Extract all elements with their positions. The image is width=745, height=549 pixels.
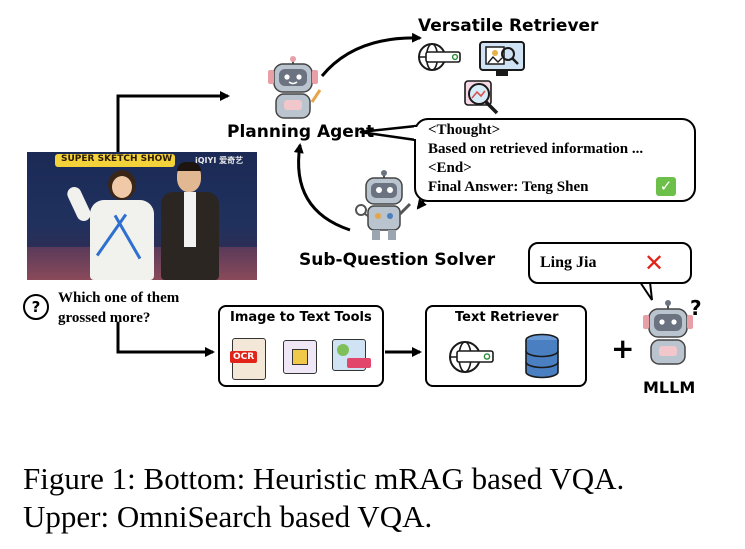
text-retriever-label: Text Retriever [455,310,559,325]
check-mark-icon: ✓ [656,177,676,196]
wrong-answer-text: Ling Jia [540,254,597,271]
sub-question-solver-robot-icon [355,170,412,240]
figure-caption-line-1: Figure 1: Bottom: Heuristic mRAG based V… [23,461,625,496]
end-tag-line: <End> [428,160,472,176]
channel-logo-text: iQIYI 爱奇艺 [195,156,244,165]
thought-answer-bubble: <Thought> Based on retrieved information… [414,118,696,202]
show-banner: SUPER SKETCH SHOW [55,154,175,167]
planning-agent-label: Planning Agent [227,122,375,142]
database-icon [525,333,559,379]
mllm-label: MLLM [643,378,696,397]
question-line-1: Which one of them [58,290,180,306]
image-to-text-tools-box: Image to Text Tools OCR [218,305,384,387]
image-search-monitor-icon [479,41,525,76]
sub-question-solver-label: Sub-Question Solver [299,250,496,270]
mllm-question-mark: ? [690,296,702,320]
thought-bubble-tail [359,124,418,142]
wrong-bubble-tail [639,281,653,301]
ocr-document-icon: OCR [230,338,266,380]
arrow-question-to-tools [116,322,215,357]
web-search-icon [418,43,461,71]
cross-mark-icon: ✕ [644,249,665,277]
thought-tag-line: <Thought> [428,122,501,138]
arrow-photo-to-planning-agent [116,91,230,152]
question-mark-icon: ? [23,294,49,320]
text-retriever-box: Text Retriever [425,305,587,387]
arrow-solver-to-agent [293,143,351,232]
figure-caption-line-2: Upper: OmniSearch based VQA. [23,499,433,534]
image-to-text-tools-label: Image to Text Tools [230,310,372,325]
planning-agent-robot-icon [268,56,322,119]
image-magnifier-icon [464,80,499,115]
video-still-photo: SUPER SKETCH SHOW iQIYI 爱奇艺 [27,152,257,280]
wrong-answer-bubble: Ling Jia ✕ [528,242,692,284]
versatile-retriever-label: Versatile Retriever [418,16,599,36]
final-answer-line: Final Answer: Teng Shen [428,179,589,195]
web-search-icon [449,341,494,373]
ocr-tag: OCR [230,351,258,363]
object-detection-icon [283,340,317,374]
show-banner-text: SUPER SKETCH SHOW [61,154,173,164]
plus-sign: + [611,332,635,365]
thought-content-line: Based on retrieved information ... [428,141,644,157]
arrow-agent-to-retriever [320,32,422,77]
image-caption-icon [332,339,371,371]
person-right [155,162,225,280]
question-line-2: grossed more? [58,310,151,326]
person-left [65,170,162,280]
mllm-robot-icon [643,300,693,365]
